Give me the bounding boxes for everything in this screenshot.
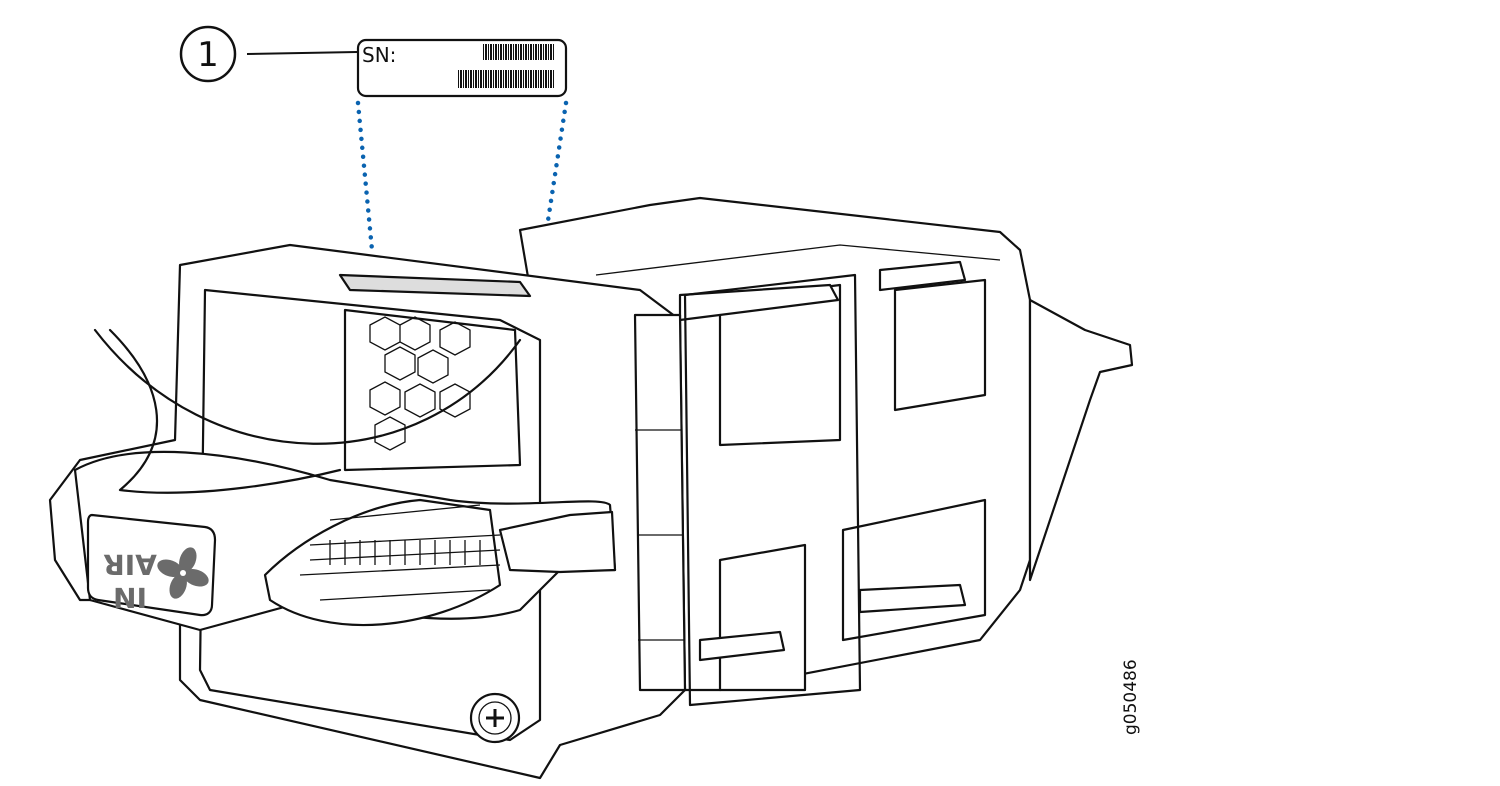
callout-number: 1 — [197, 35, 219, 75]
honeycomb-grille — [369, 316, 471, 451]
faceplate-text-air: AIR — [103, 548, 157, 581]
fan-module-front: IN AIR — [48, 243, 687, 780]
callout-1: 1 — [179, 25, 358, 83]
figure-id: g050486 — [1121, 659, 1141, 735]
barcode-icon — [458, 44, 555, 88]
captive-screw-icon — [469, 692, 521, 744]
serial-number-label: SN: — [356, 38, 568, 98]
sn-label-text: SN: — [362, 43, 396, 67]
fan-icon — [157, 547, 209, 599]
faceplate-text-in: IN — [113, 581, 147, 614]
air-in-faceplate: IN AIR — [86, 513, 217, 617]
grip-ridges — [329, 540, 481, 565]
